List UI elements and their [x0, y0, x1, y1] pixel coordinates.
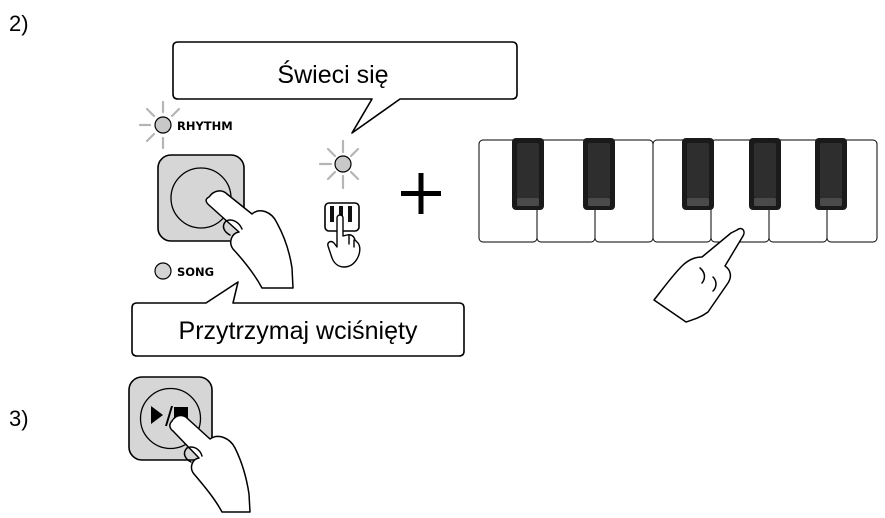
piano-keyboard[interactable] — [478, 138, 878, 243]
rhythm-button[interactable] — [157, 154, 245, 242]
black-key — [815, 138, 847, 210]
pointing-hand-icon — [327, 214, 361, 268]
black-key — [682, 138, 714, 210]
callout-lights-up: Świeci się — [172, 41, 518, 134]
black-keys — [512, 138, 847, 210]
step-2-label: 2) — [9, 11, 29, 36]
callout-lights-up-text: Świeci się — [277, 59, 388, 89]
song-led-icon — [154, 262, 172, 280]
callout-hold-down: Przytrzymaj wciśnięty — [131, 281, 465, 357]
callout-hold-down-text: Przytrzymaj wciśnięty — [179, 317, 418, 345]
rhythm-label: RHYTHM — [177, 119, 233, 133]
black-key — [512, 138, 544, 210]
light-rays-icon — [138, 100, 181, 150]
hand-pressing-icon — [205, 190, 294, 289]
keyboard-led-icon — [334, 155, 352, 173]
rhythm-led-icon — [154, 116, 172, 134]
plus-icon — [401, 173, 441, 214]
rhythm-indicator: RHYTHM — [138, 100, 233, 150]
song-indicator: SONG — [154, 262, 214, 280]
step-3-label: 3) — [9, 406, 29, 431]
song-label: SONG — [177, 265, 214, 279]
black-key — [583, 138, 615, 210]
black-key — [749, 138, 781, 210]
light-rays-icon — [318, 139, 360, 190]
hand-on-key-icon — [653, 227, 745, 323]
hand-pressing-icon — [169, 414, 251, 513]
keyboard-indicator — [318, 139, 361, 268]
